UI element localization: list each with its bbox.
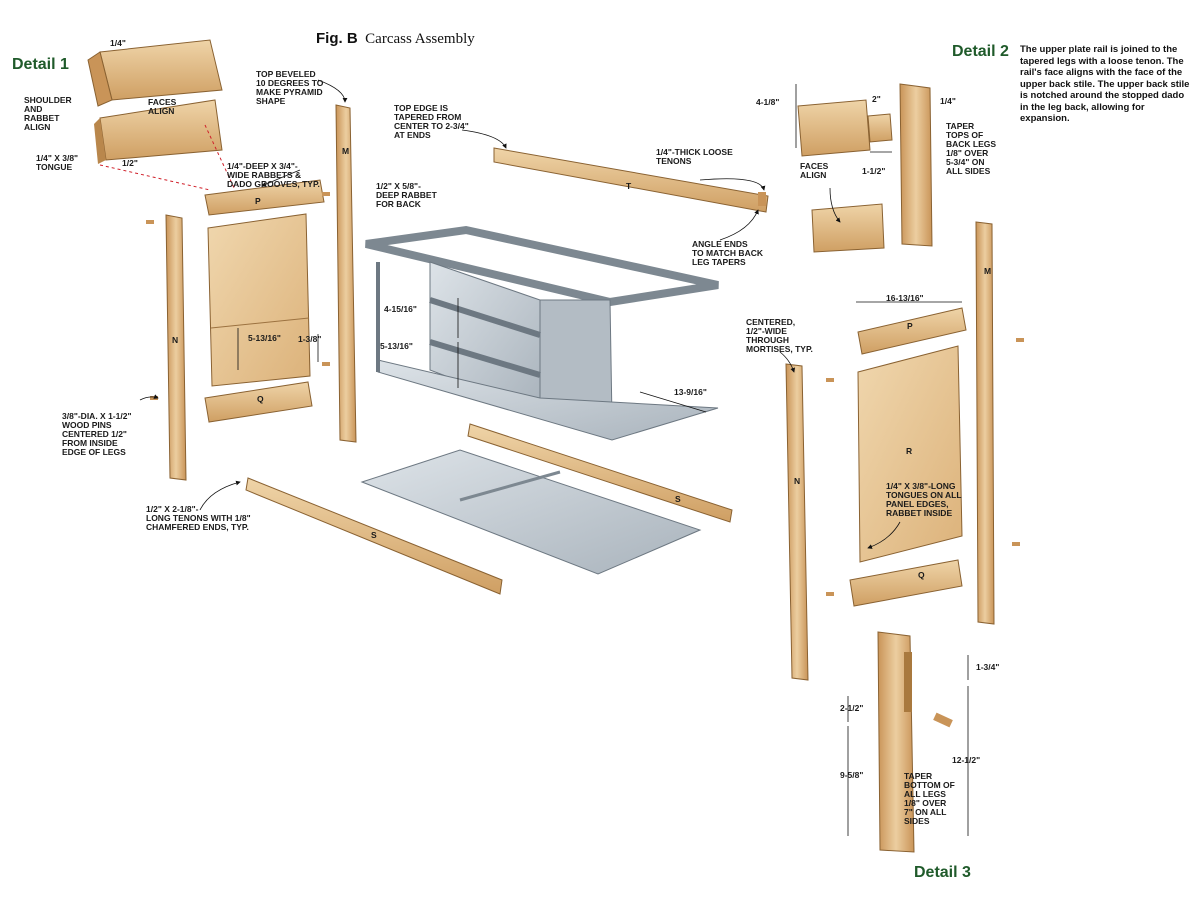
dim-2: 2" <box>872 94 881 104</box>
part-letter-s-right: S <box>675 494 681 504</box>
figure-title: Fig. B Carcass Assembly <box>316 30 475 48</box>
callout-centered-mortises: CENTERED, 1/2"-WIDE THROUGH MORTISES, TY… <box>746 317 813 354</box>
detail1-shoulder-label: SHOULDER AND RABBET ALIGN <box>24 95 72 132</box>
detail1-dim-half: 1/2" <box>122 158 138 168</box>
rail-s-right <box>467 423 733 523</box>
callout-angle-ends: ANGLE ENDS TO MATCH BACK LEG TAPERS <box>692 239 763 267</box>
detail1-rail-piece <box>87 39 223 107</box>
part-letter-q-right: Q <box>918 570 925 580</box>
callout-faces-align-detail2: FACES ALIGN <box>800 161 829 180</box>
detail2-leg-piece <box>899 83 933 247</box>
detail1-tongue-label: 1/4" x 3/8" TONGUE <box>36 153 79 172</box>
pin <box>826 378 834 382</box>
detail2-note: The upper plate rail is joined to the ta… <box>1020 44 1190 124</box>
callout-loose-tenons: 1/4"-THICK LOOSE TENONS <box>656 147 733 166</box>
leg-n-left <box>165 214 187 481</box>
rail-q-right <box>849 559 963 607</box>
dim-13-9-16: 13-9/16" <box>674 387 707 397</box>
bottom-panel-divider <box>459 470 561 502</box>
dim-detail2-quarter: 1/4" <box>940 96 956 106</box>
rail-p-right <box>857 307 967 355</box>
leg-m-right <box>975 221 995 625</box>
part-letter-r: R <box>906 446 913 456</box>
detail2-tenon-piece <box>867 113 893 143</box>
detail3-pin <box>933 712 953 728</box>
part-letter-m-left: M <box>342 146 350 156</box>
dim-4-1-8: 4-1/8" <box>756 97 780 107</box>
part-letter-p-right: P <box>907 321 913 331</box>
part-letter-s-left: S <box>371 530 377 540</box>
dim-1-1-2: 1-1/2" <box>862 166 886 176</box>
callout-long-tenons: 1/2" X 2-1/8"- LONG TENONS WITH 1/8" CHA… <box>146 504 251 532</box>
callout-top-edge: TOP EDGE IS TAPERED FROM CENTER TO 2-3/4… <box>394 103 469 140</box>
detail1-heading: Detail 1 <box>12 56 69 73</box>
detail3-heading: Detail 3 <box>914 864 971 881</box>
callout-panel-tongues: 1/4" X 3/8"-LONG TONGUES ON ALL PANEL ED… <box>886 481 962 518</box>
leg-n-right <box>785 363 809 681</box>
callout-wood-pins: 3/8"-DIA. X 1-1/2" WOOD PINS CENTERED 1/… <box>62 411 132 457</box>
detail3-mortise <box>904 652 912 712</box>
detail2-rail-piece <box>797 99 871 157</box>
pin <box>1012 542 1020 546</box>
figure-label: Fig. B <box>316 30 358 47</box>
pin <box>322 192 330 196</box>
dimension-lines <box>237 84 969 836</box>
callout-taper-tops: TAPER TOPS OF BACK LEGS 1/8" OVER 5-3/4"… <box>946 121 997 176</box>
panel-left <box>207 213 311 387</box>
detail1-leader-left <box>99 164 211 191</box>
detail2-stile-piece <box>811 203 885 253</box>
panel-divider <box>210 317 310 329</box>
dim-2-1-2: 2-1/2" <box>840 703 864 713</box>
rail-q-left <box>204 381 313 423</box>
pin <box>1016 338 1024 342</box>
dim-case-5-13-16: 5-13/16" <box>380 341 413 351</box>
dim-16-13-16: 16-13/16" <box>886 293 924 303</box>
figure-caption: Carcass Assembly <box>365 31 475 47</box>
detail1-faces-align-label: FACES ALIGN <box>148 97 177 116</box>
rail-p-left <box>204 179 325 216</box>
dim-1-3-8: 1-3/8" <box>298 334 322 344</box>
part-letter-m-right: M <box>984 266 992 276</box>
dim-12-1-2: 12-1/2" <box>952 755 981 765</box>
pin <box>322 362 330 366</box>
detail1-stile-piece <box>94 99 223 164</box>
carcass <box>365 225 719 441</box>
rail-t <box>493 147 769 213</box>
callout-top-beveled: TOP BEVELED 10 DEGREES TO MAKE PYRAMID S… <box>256 69 324 106</box>
part-letter-q-left: Q <box>257 394 264 404</box>
detail1-dim-quarter: 1/4" <box>110 38 126 48</box>
dim-4-15-16: 4-15/16" <box>384 304 417 314</box>
detail2-heading: Detail 2 <box>952 43 1009 60</box>
dim-9-5-8: 9-5/8" <box>840 770 864 780</box>
part-letter-t: T <box>626 181 632 191</box>
pin <box>146 220 154 224</box>
callout-taper-bottom: TAPER BOTTOM OF ALL LEGS 1/8" OVER 7" ON… <box>904 771 955 826</box>
part-letter-p-left: P <box>255 196 261 206</box>
leg-m-left <box>335 104 357 443</box>
callout-rabbet-back: 1/2" X 5/8"- DEEP RABBET FOR BACK <box>376 181 437 209</box>
panel-r <box>857 345 963 563</box>
rail-s-left <box>245 477 503 595</box>
pin <box>826 592 834 596</box>
leader-lines <box>139 79 901 549</box>
part-letter-n-left: N <box>172 335 179 345</box>
callout-rabbets: 1/4"-DEEP X 3/4"- WIDE RABBETS & DADO GR… <box>227 161 320 189</box>
bottom-panel <box>360 449 702 575</box>
part-letter-n-right: N <box>794 476 801 486</box>
loose-tenon <box>758 192 766 206</box>
dim-panel-5-13-16: 5-13/16" <box>248 333 281 343</box>
dim-1-3-4: 1-3/4" <box>976 662 1000 672</box>
